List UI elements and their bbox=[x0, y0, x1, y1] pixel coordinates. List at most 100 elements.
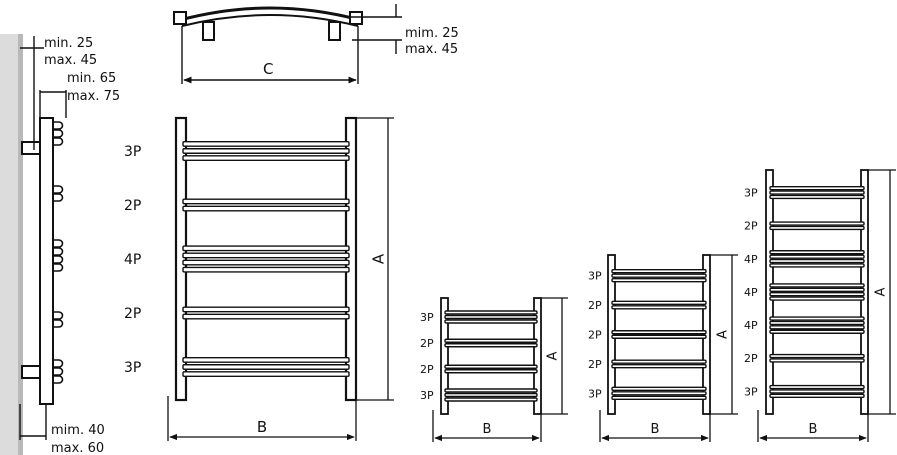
side-tube-loop bbox=[53, 255, 64, 264]
radiator-tube bbox=[769, 185, 865, 191]
radiator-tube bbox=[769, 384, 865, 390]
front-views: 3P2P4P2P3PAB3P2P2P3PAB3P2P2P2P3PAB3P2P4P… bbox=[124, 116, 896, 442]
side-dim-mid-min: min. 65 bbox=[67, 71, 116, 86]
side-tube-loop bbox=[53, 137, 64, 146]
tube-group-label: 4P bbox=[744, 319, 758, 332]
radiator-tube bbox=[769, 292, 865, 297]
tube-group-label: 2P bbox=[420, 363, 434, 376]
radiator-tube bbox=[769, 263, 865, 268]
radiator-tube bbox=[769, 320, 865, 326]
radiator-tube bbox=[444, 388, 538, 393]
radiator-tube bbox=[769, 221, 865, 226]
radiator-tube bbox=[182, 245, 350, 252]
radiator-tube bbox=[444, 338, 538, 343]
radiator-tube bbox=[182, 198, 350, 205]
side-tube-loop bbox=[53, 319, 64, 328]
radiator-tube bbox=[769, 194, 865, 200]
tube-group-label: 2P bbox=[124, 198, 141, 214]
radiator-tube bbox=[444, 314, 538, 320]
tube-group-label: 2P bbox=[588, 299, 602, 312]
tube-group-label: 2P bbox=[744, 352, 758, 365]
radiator-tube bbox=[611, 305, 707, 310]
side-tube-loop bbox=[53, 121, 64, 130]
radiator-tube bbox=[444, 369, 538, 374]
radiator-side-collector bbox=[39, 117, 54, 405]
tube-group-label: 3P bbox=[588, 270, 602, 283]
radiator-tube bbox=[444, 343, 538, 348]
tube-group-label: 3P bbox=[420, 389, 434, 402]
tube-group-label: 3P bbox=[588, 387, 602, 400]
tube-group-label: 3P bbox=[124, 360, 141, 376]
side-tube-loop bbox=[53, 375, 64, 384]
radiator-tube bbox=[611, 391, 707, 396]
side-tube-loops bbox=[53, 121, 64, 384]
dim-label-a: A bbox=[369, 253, 387, 264]
wall-bracket-bottom bbox=[21, 365, 41, 379]
radiator-tube bbox=[769, 258, 865, 264]
top-view-cap-right bbox=[349, 11, 363, 25]
radiator-collector-left bbox=[607, 254, 616, 415]
side-tube-loop bbox=[53, 239, 64, 248]
tube-group-label: 2P bbox=[588, 358, 602, 371]
radiator-tube bbox=[182, 148, 350, 154]
radiator-tube bbox=[444, 310, 538, 315]
radiator-tube bbox=[769, 329, 865, 334]
radiator-collector-left bbox=[174, 116, 188, 402]
top-view-cap-left bbox=[173, 11, 187, 25]
radiator-tube bbox=[769, 190, 865, 195]
radiator-tube bbox=[611, 363, 707, 369]
radiator-tube bbox=[769, 287, 865, 292]
radiator-tube bbox=[182, 155, 350, 162]
wall-bracket-top bbox=[21, 141, 41, 155]
radiator-tube bbox=[611, 334, 707, 339]
side-tube-loop bbox=[53, 129, 64, 138]
dim-label-b: B bbox=[809, 422, 818, 437]
radiator-tube bbox=[182, 313, 350, 320]
radiator-tube bbox=[769, 250, 865, 255]
radiator-tube bbox=[182, 205, 350, 212]
radiator-tube bbox=[611, 269, 707, 274]
radiator-tube bbox=[182, 252, 350, 259]
radiator-tube bbox=[611, 273, 707, 278]
radiator-tube bbox=[769, 393, 865, 399]
radiator-tube bbox=[611, 278, 707, 283]
dim-label-a: A bbox=[546, 351, 561, 360]
side-tube-loop bbox=[53, 185, 64, 194]
radiator-tube bbox=[611, 386, 707, 391]
side-tube-loop bbox=[53, 247, 64, 256]
tube-group-label: 2P bbox=[588, 328, 602, 341]
side-tube-loop bbox=[53, 263, 64, 272]
side-dim-bottom-min: mim. 40 bbox=[51, 423, 105, 438]
radiator-tube bbox=[444, 392, 538, 398]
tube-group-label: 3P bbox=[420, 311, 434, 324]
radiator-collector-left bbox=[440, 297, 449, 415]
radiator-tube bbox=[182, 356, 350, 363]
tube-group-label: 4P bbox=[744, 253, 758, 266]
radiator-tube bbox=[182, 306, 350, 313]
top-view-dim-min: mim. 25 bbox=[405, 26, 459, 41]
tube-group-label: 2P bbox=[744, 220, 758, 233]
radiator-tube bbox=[611, 395, 707, 400]
radiator-tube bbox=[611, 330, 707, 335]
side-tube-loop bbox=[53, 311, 64, 320]
radiator-collector-right bbox=[702, 254, 711, 415]
side-dim-bottom-max: max. 60 bbox=[51, 441, 104, 455]
side-dim-top-max: max. 45 bbox=[44, 53, 97, 68]
side-dim-top-min: min. 25 bbox=[44, 36, 93, 51]
dim-label-a: A bbox=[874, 287, 889, 296]
radiator-tube bbox=[182, 266, 350, 273]
side-dim-mid-max: max. 75 bbox=[67, 89, 120, 104]
top-view-dim-c: C bbox=[263, 60, 273, 78]
radiator-tube bbox=[444, 319, 538, 324]
radiator-tube bbox=[769, 325, 865, 330]
top-view-bracket-right bbox=[328, 21, 341, 41]
tube-group-label: 3P bbox=[124, 144, 141, 160]
dim-label-b: B bbox=[651, 422, 660, 437]
radiator-tube bbox=[444, 397, 538, 402]
radiator-tube bbox=[769, 389, 865, 394]
side-view: min. 25 max. 45 min. 65 max. 75 mim. 40 … bbox=[0, 34, 120, 455]
